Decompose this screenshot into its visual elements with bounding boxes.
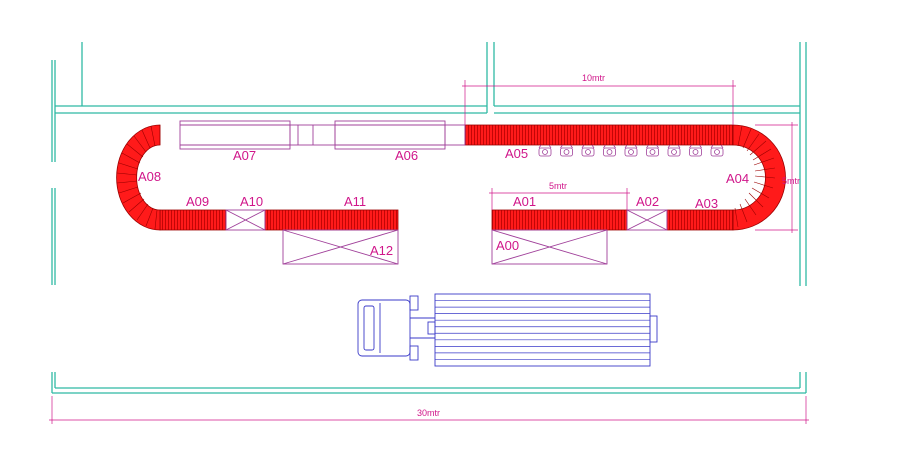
conveyor-a08-rollers xyxy=(116,125,161,230)
building-walls xyxy=(51,42,807,394)
conveyor-a04-curve xyxy=(732,124,786,231)
zone-a02 xyxy=(626,209,668,231)
worker-station-icon xyxy=(603,144,616,157)
label-a07: A07 xyxy=(233,148,256,163)
zone-connector xyxy=(289,124,336,146)
conveyor-a05 xyxy=(464,124,734,146)
dimension-lines xyxy=(49,80,809,424)
label-a08: A08 xyxy=(138,169,161,184)
label-a06: A06 xyxy=(395,148,418,163)
operator-stations xyxy=(538,144,724,157)
worker-station-icon xyxy=(538,144,552,157)
worker-station-icon xyxy=(560,144,573,157)
worker-station-icon xyxy=(710,144,724,157)
conveyor-a03 xyxy=(666,209,734,231)
zone-a12 xyxy=(282,229,399,265)
dimension-bottom: 30mtr xyxy=(417,408,440,418)
zone-a12-cross xyxy=(282,229,399,265)
zone-a10 xyxy=(225,209,266,231)
conveyor-a09 xyxy=(159,209,227,231)
label-a05: A05 xyxy=(505,146,528,161)
label-a01: A01 xyxy=(513,194,536,209)
dimension-right: 5mtr xyxy=(782,176,800,186)
label-a00: A00 xyxy=(496,238,519,253)
label-a02: A02 xyxy=(636,194,659,209)
zone-a06-link xyxy=(444,124,466,146)
zone-a02-cross xyxy=(626,209,668,231)
worker-station-icon xyxy=(689,144,702,157)
worker-station-icon xyxy=(646,144,659,157)
label-a03: A03 xyxy=(695,196,718,211)
label-a04: A04 xyxy=(726,171,749,186)
worker-station-icon xyxy=(624,144,638,157)
dimension-mid: 5mtr xyxy=(549,181,567,191)
trailer-slats xyxy=(435,300,650,360)
zone-a10-cross xyxy=(225,209,266,231)
label-a11: A11 xyxy=(344,194,366,209)
worker-station-icon xyxy=(581,144,595,157)
conveyor-a01 xyxy=(491,209,628,231)
zone-a00 xyxy=(491,229,608,265)
conveyor-a04-rollers xyxy=(732,125,776,228)
conveyor-a11 xyxy=(264,209,399,231)
truck-icon xyxy=(357,293,658,367)
label-a09: A09 xyxy=(186,194,209,209)
label-a10: A10 xyxy=(240,194,263,209)
label-a12: A12 xyxy=(370,243,393,258)
zone-a00-cross xyxy=(491,229,608,265)
dimension-top: 10mtr xyxy=(582,73,605,83)
worker-station-icon xyxy=(667,144,681,157)
